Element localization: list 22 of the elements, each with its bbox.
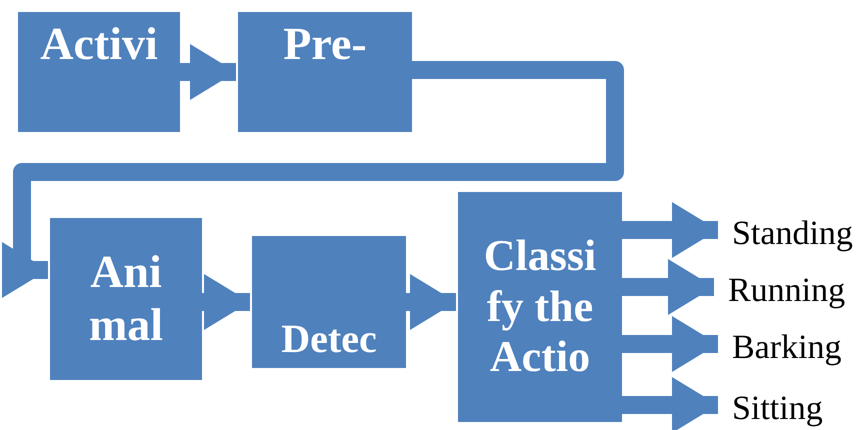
arrow	[2, 61, 624, 298]
arrow	[622, 259, 714, 315]
box-label: Activi	[40, 18, 158, 71]
output-label: Standing	[732, 217, 853, 251]
arrow	[406, 274, 456, 330]
process-box	[238, 12, 412, 132]
arrow	[622, 202, 718, 258]
box-label: Detec	[281, 316, 377, 362]
arrow	[622, 316, 718, 372]
process-box	[458, 192, 622, 422]
output-label: Sitting	[732, 392, 823, 426]
output-label: Running	[728, 274, 846, 308]
box-label: Pre-	[283, 18, 367, 71]
output-label: Barking	[732, 331, 842, 365]
arrow	[622, 377, 718, 430]
box-label: Ani mal	[88, 246, 164, 352]
process-box	[50, 218, 202, 380]
arrow	[180, 44, 236, 100]
box-label: Classi fy the Actio	[482, 231, 598, 383]
process-box	[18, 12, 180, 132]
arrow	[202, 274, 250, 330]
process-box	[252, 236, 406, 368]
